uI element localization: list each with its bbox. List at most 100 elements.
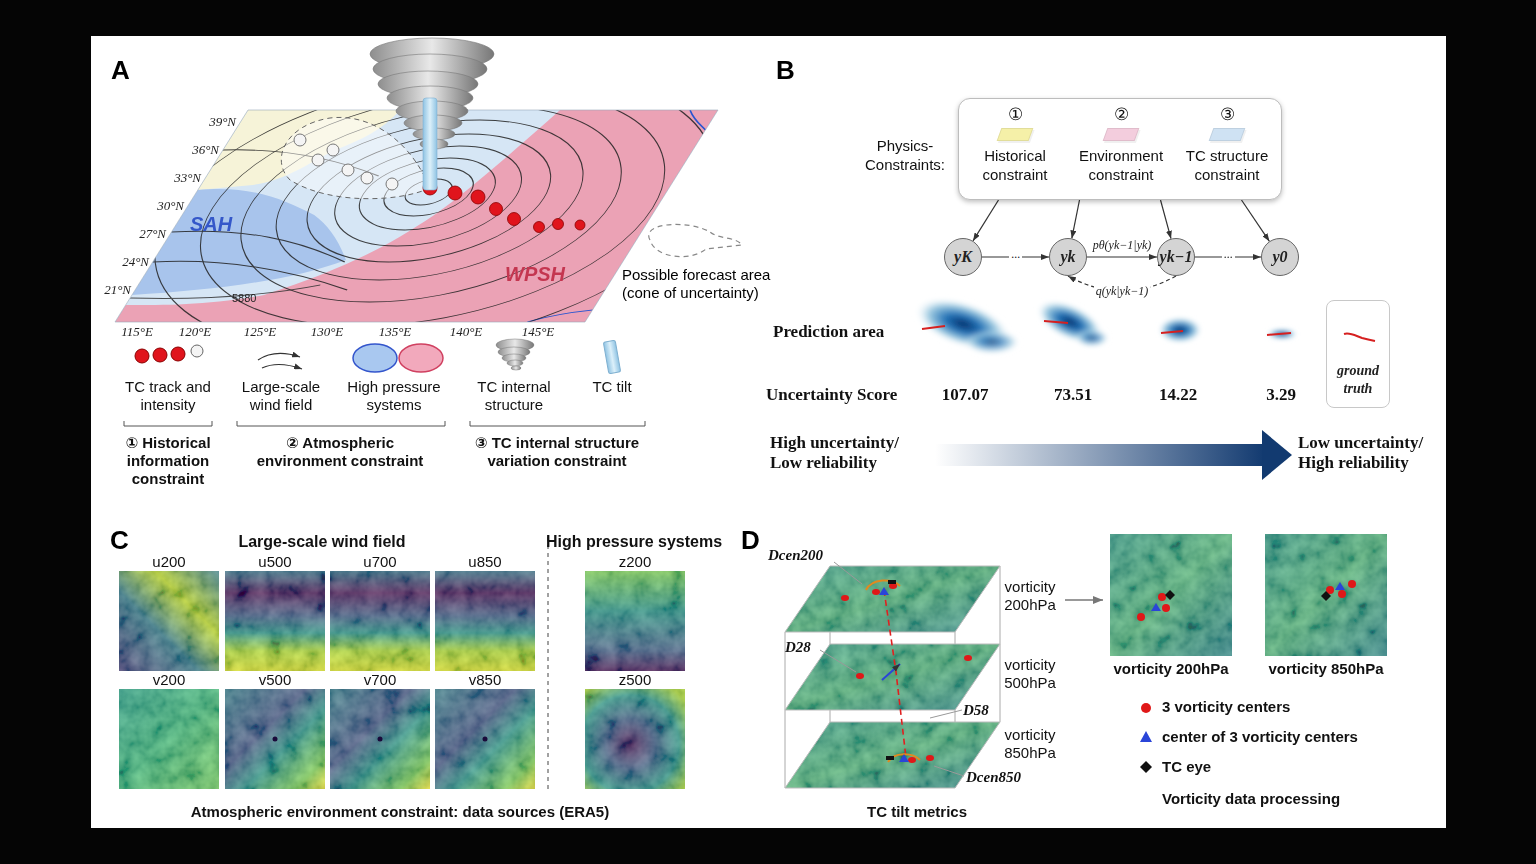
panel-letter: B — [776, 55, 806, 86]
predicted-track-part — [1161, 331, 1183, 333]
field-label: u700 — [345, 553, 415, 571]
score-label: 107.07 — [925, 385, 1005, 405]
predicted-track-part — [922, 326, 945, 329]
field-label: High pressure systems — [539, 532, 729, 551]
axis-label: 30°N — [134, 198, 184, 214]
vorticity-layers-part — [899, 754, 909, 762]
era5-field-part-part — [273, 737, 278, 742]
layer-label: vorticity 850hPa — [995, 726, 1065, 762]
vorticity-sample-part — [1321, 591, 1331, 601]
vorticity-layers-part — [930, 710, 962, 718]
ground-truth-box: ground truth — [1326, 300, 1390, 408]
vorticity-sample-part-part — [1158, 593, 1166, 601]
weather-map-part-part-part — [135, 261, 365, 290]
weather-map-part-part-part — [153, 231, 364, 262]
legend-samples-d — [1140, 703, 1152, 773]
prediction-area — [909, 288, 1297, 361]
legend-text: TC eye — [1162, 758, 1402, 776]
legend-samples-a-part-part — [511, 366, 521, 370]
legend-samples-a-part — [399, 344, 443, 372]
panel-divider — [548, 537, 549, 792]
vorticity-sample-part — [1110, 534, 1232, 656]
edge-label: ··· — [1222, 250, 1235, 264]
connector — [1072, 200, 1080, 238]
era5-field-part — [585, 571, 685, 671]
vorticity-sample — [1110, 534, 1387, 656]
node-text: yK — [954, 248, 972, 266]
state-circle: yK — [944, 238, 982, 276]
score-label: 73.51 — [1033, 385, 1113, 405]
axis-label: 21°N — [91, 282, 131, 298]
era5-field-part — [225, 571, 325, 671]
legend-text: TC track and intensity — [113, 378, 223, 414]
layer-label: vorticity 500hPa — [995, 656, 1065, 692]
score-label: 3.29 — [1241, 385, 1321, 405]
tilt-metric: D28 — [785, 638, 825, 656]
panel-letter: D — [741, 525, 771, 556]
axis-label: 115°E — [112, 324, 162, 340]
vorticity-sample-part — [1137, 580, 1356, 621]
uncertainty-arrow — [935, 430, 1292, 480]
constraint-item: ②Environment constraint — [1069, 105, 1173, 193]
constraint-item: ①Historical constraint — [963, 105, 1067, 193]
group-bracket-part — [470, 421, 645, 426]
axis-label: 36°N — [169, 142, 219, 158]
legend-samples-a-part — [171, 347, 185, 361]
vorticity-layers-part — [785, 644, 1000, 710]
vorticity-layers-part — [820, 650, 856, 672]
legend-text: center of 3 vorticity centers — [1162, 728, 1402, 746]
axis-label: 145°E — [513, 324, 563, 340]
layer-label: vorticity 850hPa — [1251, 660, 1401, 678]
vorticity-layers-part — [785, 566, 1000, 788]
uncertainty-arrow-part — [1262, 430, 1292, 480]
callout-number: ② — [1114, 105, 1129, 125]
group-label: ③ TC internal structure variation constr… — [457, 434, 657, 470]
legend-samples-a-part — [135, 349, 149, 363]
vorticity-layers-part — [785, 644, 1000, 710]
vorticity-sample-part — [1165, 590, 1175, 600]
vorticity-layers-part — [785, 566, 1000, 788]
legend-samples-a-part — [353, 344, 397, 372]
legend-samples-a-part — [262, 364, 302, 369]
node-text: Historical constraint — [963, 146, 1067, 184]
field-label: v700 — [345, 671, 415, 689]
legend-text: TC internal structure — [459, 378, 569, 414]
panel-letter: A — [111, 55, 141, 86]
axis-label: 33°N — [151, 170, 201, 186]
legend-samples-d-part — [1140, 761, 1152, 773]
axis-label: 39°N — [186, 114, 236, 130]
edge-label: ··· — [1009, 250, 1022, 264]
node-text: yk−1 — [1160, 248, 1193, 266]
era5-field-part — [330, 571, 430, 671]
vorticity-sample-part — [1265, 534, 1387, 656]
tc-track-part — [448, 186, 462, 200]
era5-field-part-part — [225, 571, 325, 671]
prediction-area-part — [964, 330, 1020, 354]
prediction-area-part — [1158, 317, 1202, 343]
map-label: WPSH — [505, 262, 585, 286]
forecast-circles-part — [361, 172, 373, 184]
era5-field — [119, 571, 685, 789]
vorticity-sample-part-part — [1348, 580, 1356, 588]
tc-track-part — [575, 220, 585, 230]
score-label: Uncertainty Score — [766, 385, 926, 405]
vorticity-layers-part — [886, 756, 894, 760]
weather-map — [81, 72, 787, 352]
vorticity-layers-part-part — [856, 673, 864, 679]
prediction-area-part — [1030, 291, 1110, 352]
layer-label: vorticity 200hPa — [995, 578, 1065, 614]
connector — [973, 200, 999, 241]
era5-field-part — [585, 689, 685, 789]
vorticity-sample-part-part — [1137, 613, 1145, 621]
vorticity-sample-part — [1335, 582, 1345, 590]
vorticity-layers-part-part — [964, 655, 972, 661]
legend-samples-a — [135, 339, 621, 374]
score-label: Prediction area — [773, 322, 908, 342]
field-label: v200 — [134, 671, 204, 689]
node-text: y0 — [1272, 248, 1287, 266]
forecast-circles-part — [386, 178, 398, 190]
era5-field-part-part — [119, 689, 219, 789]
era5-field-part-part — [585, 571, 685, 671]
vorticity-layers-part — [866, 580, 900, 590]
era5-field-part-part — [435, 689, 535, 789]
